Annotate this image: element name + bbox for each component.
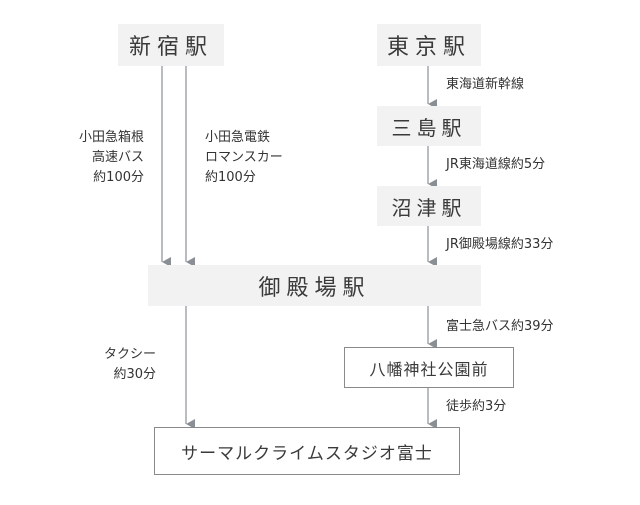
node-shinjuku: 新宿駅 bbox=[118, 24, 224, 66]
label-odakyu-train: 小田急電鉄 ロマンスカー 約100分 bbox=[205, 128, 283, 188]
node-numazu: 沼津駅 bbox=[377, 186, 481, 226]
label-jr-gotemba: JR御殿場線約33分 bbox=[446, 237, 554, 252]
label-odakyu-bus: 小田急箱根 高速バス 約100分 bbox=[40, 128, 144, 188]
node-gotemba: 御殿場駅 bbox=[148, 265, 481, 306]
label-jr-tokaido: JR東海道線約5分 bbox=[446, 157, 546, 172]
label-odakyu-bus-line2: 高速バス bbox=[91, 150, 144, 165]
label-walk: 徒歩約3分 bbox=[446, 399, 507, 414]
label-odakyu-train-line2: ロマンスカー bbox=[205, 150, 283, 165]
label-fuji-bus: 富士急バス約39分 bbox=[446, 319, 554, 334]
label-taxi-line2: 約30分 bbox=[113, 367, 156, 382]
label-odakyu-bus-line1: 小田急箱根 bbox=[78, 130, 144, 145]
label-odakyu-train-line3: 約100分 bbox=[205, 170, 256, 185]
label-tokaido-shinkansen: 東海道新幹線 bbox=[446, 77, 525, 92]
node-mishima: 三島駅 bbox=[377, 106, 481, 146]
node-destination: サーマルクライムスタジオ富士 bbox=[154, 427, 460, 475]
label-taxi: タクシー 約30分 bbox=[60, 345, 156, 385]
label-taxi-line1: タクシー bbox=[103, 347, 156, 362]
label-odakyu-train-line1: 小田急電鉄 bbox=[205, 130, 271, 145]
node-hachiman: 八幡神社公園前 bbox=[344, 347, 514, 388]
label-odakyu-bus-line3: 約100分 bbox=[93, 170, 144, 185]
node-tokyo: 東京駅 bbox=[377, 24, 481, 66]
